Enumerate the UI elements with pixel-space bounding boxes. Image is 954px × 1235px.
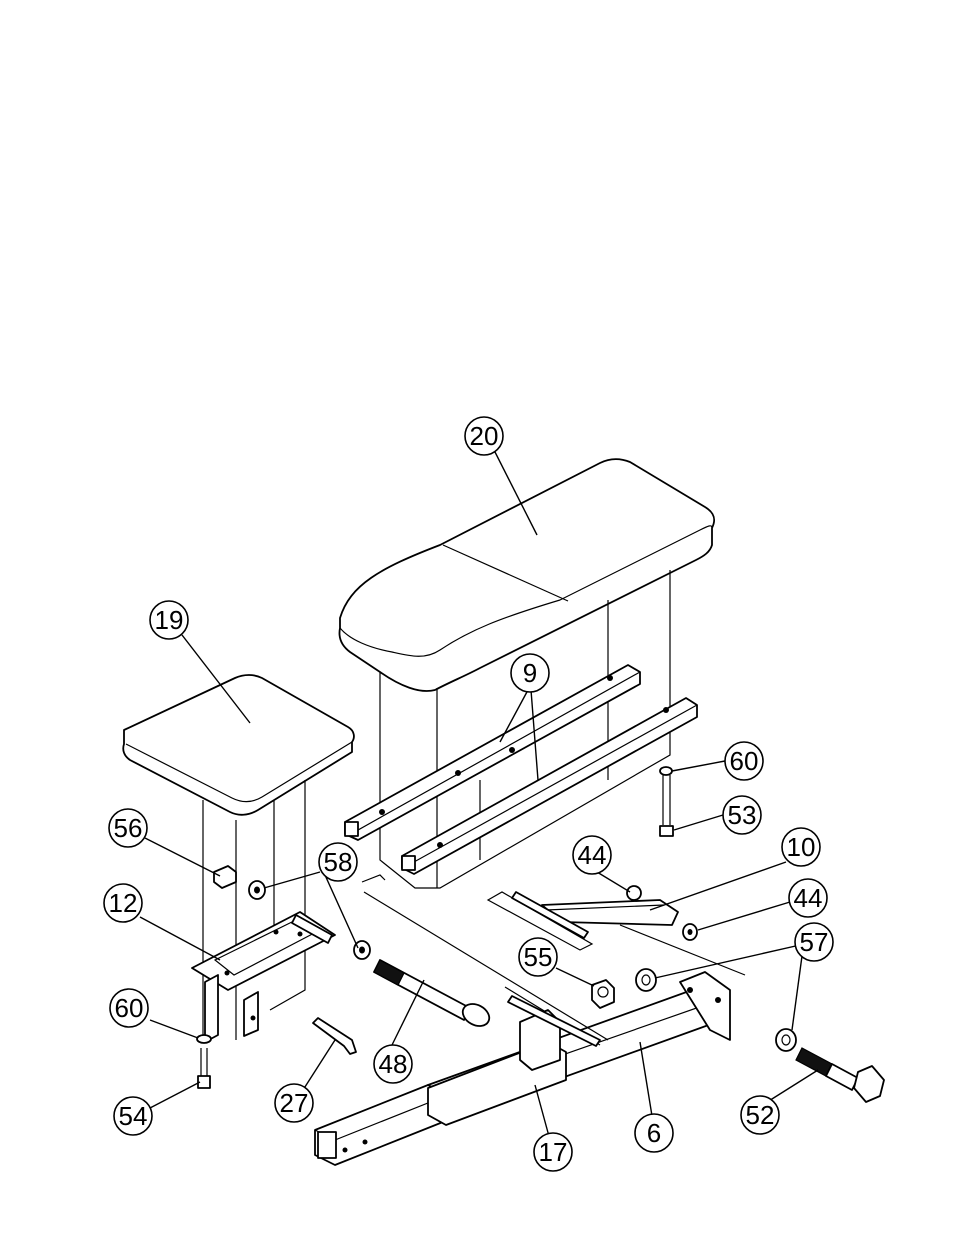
callout-58: 58: [319, 843, 357, 881]
callout-label: 12: [109, 888, 138, 918]
callout-44-bottom: 44: [789, 879, 827, 917]
callout-48: 48: [374, 1045, 412, 1083]
callout-20: 20: [465, 417, 503, 455]
callout-label: 53: [728, 800, 757, 830]
bolt-part-53: [660, 775, 673, 836]
callout-27: 27: [275, 1084, 313, 1122]
callout-label: 52: [746, 1100, 775, 1130]
callout-label: 27: [280, 1088, 309, 1118]
callout-label: 9: [523, 658, 537, 688]
callout-19: 19: [150, 601, 188, 639]
callout-label: 48: [379, 1049, 408, 1079]
bushing-part-44-a: [627, 886, 641, 900]
callout-label: 56: [114, 813, 143, 843]
callout-17: 17: [534, 1133, 572, 1171]
callout-label: 60: [115, 993, 144, 1023]
pivot-bolt-part-48: [292, 915, 493, 1030]
callout-label: 57: [800, 927, 829, 957]
callout-57: 57: [795, 923, 833, 961]
washer-part-57-a: [636, 969, 656, 991]
callout-label: 17: [539, 1137, 568, 1167]
callout-10: 10: [782, 828, 820, 866]
callout-52: 52: [741, 1096, 779, 1134]
callout-53: 53: [723, 796, 761, 834]
nut-part-55: [592, 980, 614, 1008]
nut-part-56: [214, 866, 236, 888]
washer-part-60-top: [660, 767, 672, 775]
callout-60-top: 60: [725, 742, 763, 780]
callout-label: 19: [155, 605, 184, 635]
callout-55: 55: [519, 938, 557, 976]
seat-pad-part-19: [123, 675, 354, 815]
callout-60-bottom: 60: [110, 989, 148, 1027]
callout-56: 56: [109, 809, 147, 847]
callout-label: 58: [324, 847, 353, 877]
callout-label: 44: [578, 840, 607, 870]
callout-label: 54: [119, 1101, 148, 1131]
callout-12: 12: [104, 884, 142, 922]
washer-part-60-bottom: [197, 1035, 211, 1043]
bushing-part-44-b: [683, 924, 697, 940]
callout-6: 6: [635, 1114, 673, 1152]
callout-label: 60: [730, 746, 759, 776]
bracket-part-12: [192, 780, 335, 1042]
callout-44-top: 44: [573, 836, 611, 874]
callout-label: 20: [470, 421, 499, 451]
callout-label: 10: [787, 832, 816, 862]
callout-54: 54: [114, 1097, 152, 1135]
callout-label: 44: [794, 883, 823, 913]
washer-part-57-b: [776, 1029, 796, 1051]
washer-part-58-a: [249, 881, 265, 899]
callout-9: 9: [511, 654, 549, 692]
pin-part-27: [313, 1018, 356, 1054]
callout-label: 55: [524, 942, 553, 972]
callout-label: 6: [647, 1118, 661, 1148]
